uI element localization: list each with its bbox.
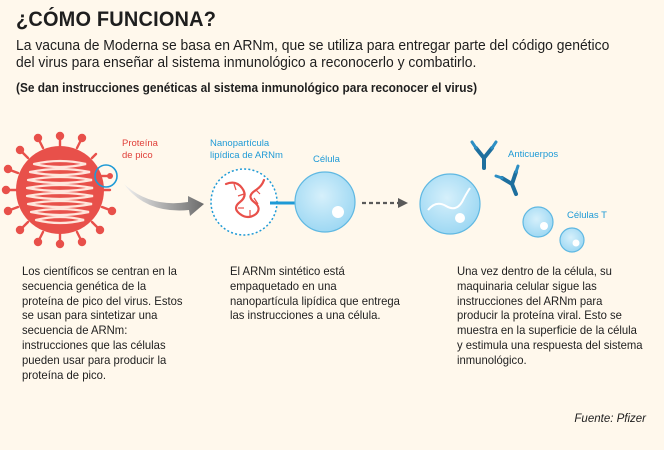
spike-protein-label-2: de pico: [122, 150, 153, 161]
virus-rna-coil: [25, 159, 94, 225]
cell-illustration: [294, 171, 356, 233]
subtitle-text: (Se dan instrucciones genéticas al siste…: [16, 80, 478, 95]
virus-illustration: [1, 131, 118, 249]
t-cell-large: [522, 206, 554, 238]
spike-protein-label-1: Proteína: [122, 138, 159, 149]
antibodies-label: Anticuerpos: [508, 149, 558, 160]
cell-nucleus: [332, 206, 344, 218]
dashed-gray-arrow: [362, 198, 408, 208]
virus-spikes: [1, 131, 117, 249]
spike-protein-highlight: [94, 164, 118, 188]
t-cells-label: Células T: [567, 210, 607, 221]
page-title: ¿CÓMO FUNCIONA?: [16, 8, 217, 31]
mrna-strand: [224, 178, 266, 219]
nanoparticle-label-2: lipídica de ARNm: [210, 150, 283, 161]
antibody-icon-2: [494, 164, 520, 196]
vaccine-process-diagram: Proteína de pico Nanopartícula lipídica …: [1, 131, 607, 253]
lipid-nanoparticle: [210, 168, 278, 236]
source-credit: Fuente: Pfizer: [574, 413, 646, 425]
gray-curved-arrow: [124, 184, 204, 216]
nanoparticle-label-1: Nanopartícula: [210, 138, 270, 149]
t-cell-small: [559, 227, 585, 253]
cell-label: Célula: [313, 154, 341, 165]
step-1-description: Los científicos se centran en la secuenc…: [22, 264, 183, 382]
cell-with-mrna: [419, 173, 481, 235]
antibody-icon: [470, 140, 498, 170]
step-3-description: Una vez dentro de la célula, su maquinar…: [457, 264, 643, 367]
step-2-description: El ARNm sintético está empaquetado en un…: [230, 264, 400, 323]
intro-text: La vacuna de Moderna se basa en ARNm, qu…: [16, 37, 610, 71]
